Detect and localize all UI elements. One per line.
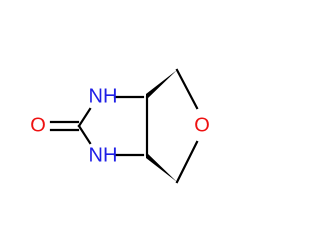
- bond-c6-o: [175, 140, 199, 184]
- nh-label-top: NH: [89, 85, 118, 107]
- bond-c4-o: [175, 68, 199, 110]
- carbonyl-oxygen-label: O: [30, 114, 46, 136]
- bond-c2-n3: [77, 124, 92, 145]
- wedge-bond-bottom: [146, 152, 177, 182]
- ring-oxygen-label: O: [194, 114, 210, 136]
- wedge-bond-top: [146, 70, 177, 100]
- molecule-structure: NH NH O O: [30, 68, 210, 184]
- bond-c2-n1: [77, 107, 92, 128]
- nh-label-bottom: NH: [89, 144, 118, 166]
